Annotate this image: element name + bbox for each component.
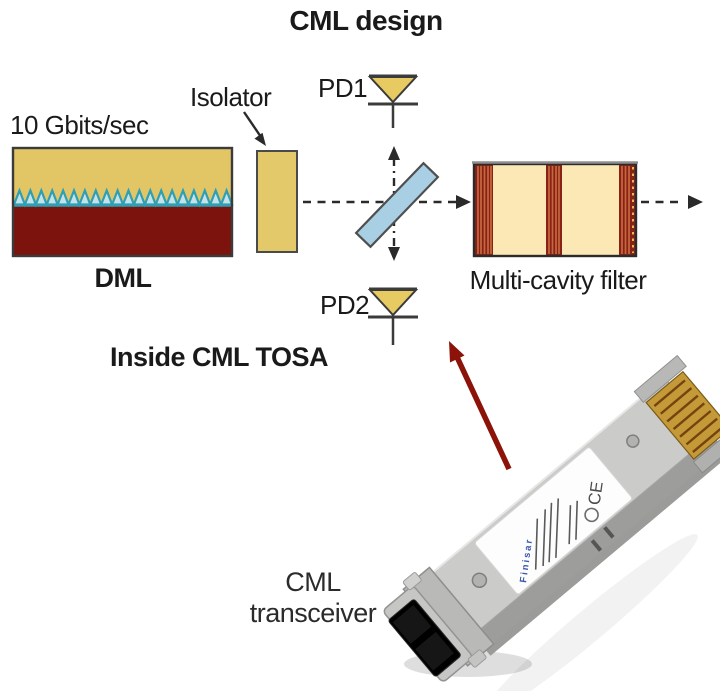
gold-edge-connector <box>645 370 720 461</box>
inside-cml-tosa-label: Inside CML TOSA <box>109 342 329 372</box>
screw-rear <box>626 434 640 448</box>
latch-tab-top <box>402 572 422 591</box>
transceiver-module: Finisar CE <box>383 354 720 682</box>
lc-port-1 <box>391 603 433 646</box>
dml-laser-block <box>11 146 234 258</box>
dml-grating-zigzag <box>12 187 234 208</box>
module-side-shade <box>485 449 720 656</box>
dml-gain-section <box>13 148 232 205</box>
transceiver-caption-line2: transceiver <box>249 598 377 628</box>
filter-outline <box>472 162 638 258</box>
screw-front <box>471 572 488 589</box>
dml-outline <box>11 146 234 258</box>
figure-title: CML design <box>289 5 443 36</box>
transceiver-caption-line1: CML <box>285 567 341 597</box>
latch-tab-bottom <box>467 649 487 668</box>
label-fine-print <box>534 498 579 570</box>
dml-dbr-section <box>13 204 232 256</box>
isolator-pointer-arrow <box>243 111 266 146</box>
dml-label: DML <box>94 263 152 293</box>
isolator-rect <box>256 150 298 253</box>
ce-mark: CE <box>585 480 607 506</box>
module-label: Finisar CE <box>474 447 633 595</box>
filter-mirror-band-right <box>619 165 635 255</box>
data-rate-label: 10 Gbits/sec <box>10 110 149 140</box>
side-vent-2 <box>603 526 615 539</box>
photo-shadow-body <box>482 534 698 691</box>
certification-mark <box>584 507 599 523</box>
filter-mirror-band-left <box>475 165 493 255</box>
isolator-label: Isolator <box>190 82 272 112</box>
lc-port-2 <box>413 630 456 673</box>
beam-arrowhead-down <box>388 247 400 261</box>
multi-cavity-filter-block <box>472 161 638 258</box>
pd2-label: PD2 <box>320 290 370 320</box>
isolator-block <box>256 150 298 253</box>
transceiver-pointer-arrow <box>449 341 512 471</box>
side-vent-1 <box>590 539 603 552</box>
front-receptacle <box>383 566 495 682</box>
pd2-photodiode-symbol <box>367 287 419 345</box>
module-side-face <box>473 434 720 656</box>
beam-arrowhead-up <box>388 146 400 160</box>
multi-cavity-filter-label: Multi-cavity filter <box>469 265 647 295</box>
beam-path-horizontal <box>303 195 703 209</box>
rear-rail-top <box>633 354 687 403</box>
pd1-photodiode-symbol <box>367 74 419 128</box>
rear-rail-bottom <box>692 425 720 474</box>
beam-splitter <box>354 161 440 249</box>
beam-arrowhead-into-filter <box>456 195 471 209</box>
output-beam-arrowhead <box>688 195 703 209</box>
filter-mirror-band-middle <box>546 165 562 255</box>
transceiver-photo: Finisar CE <box>383 354 720 691</box>
transceiver-caption: CML transceiver <box>238 567 388 629</box>
pd1-label: PD1 <box>318 73 368 103</box>
module-top-highlight <box>424 377 666 580</box>
